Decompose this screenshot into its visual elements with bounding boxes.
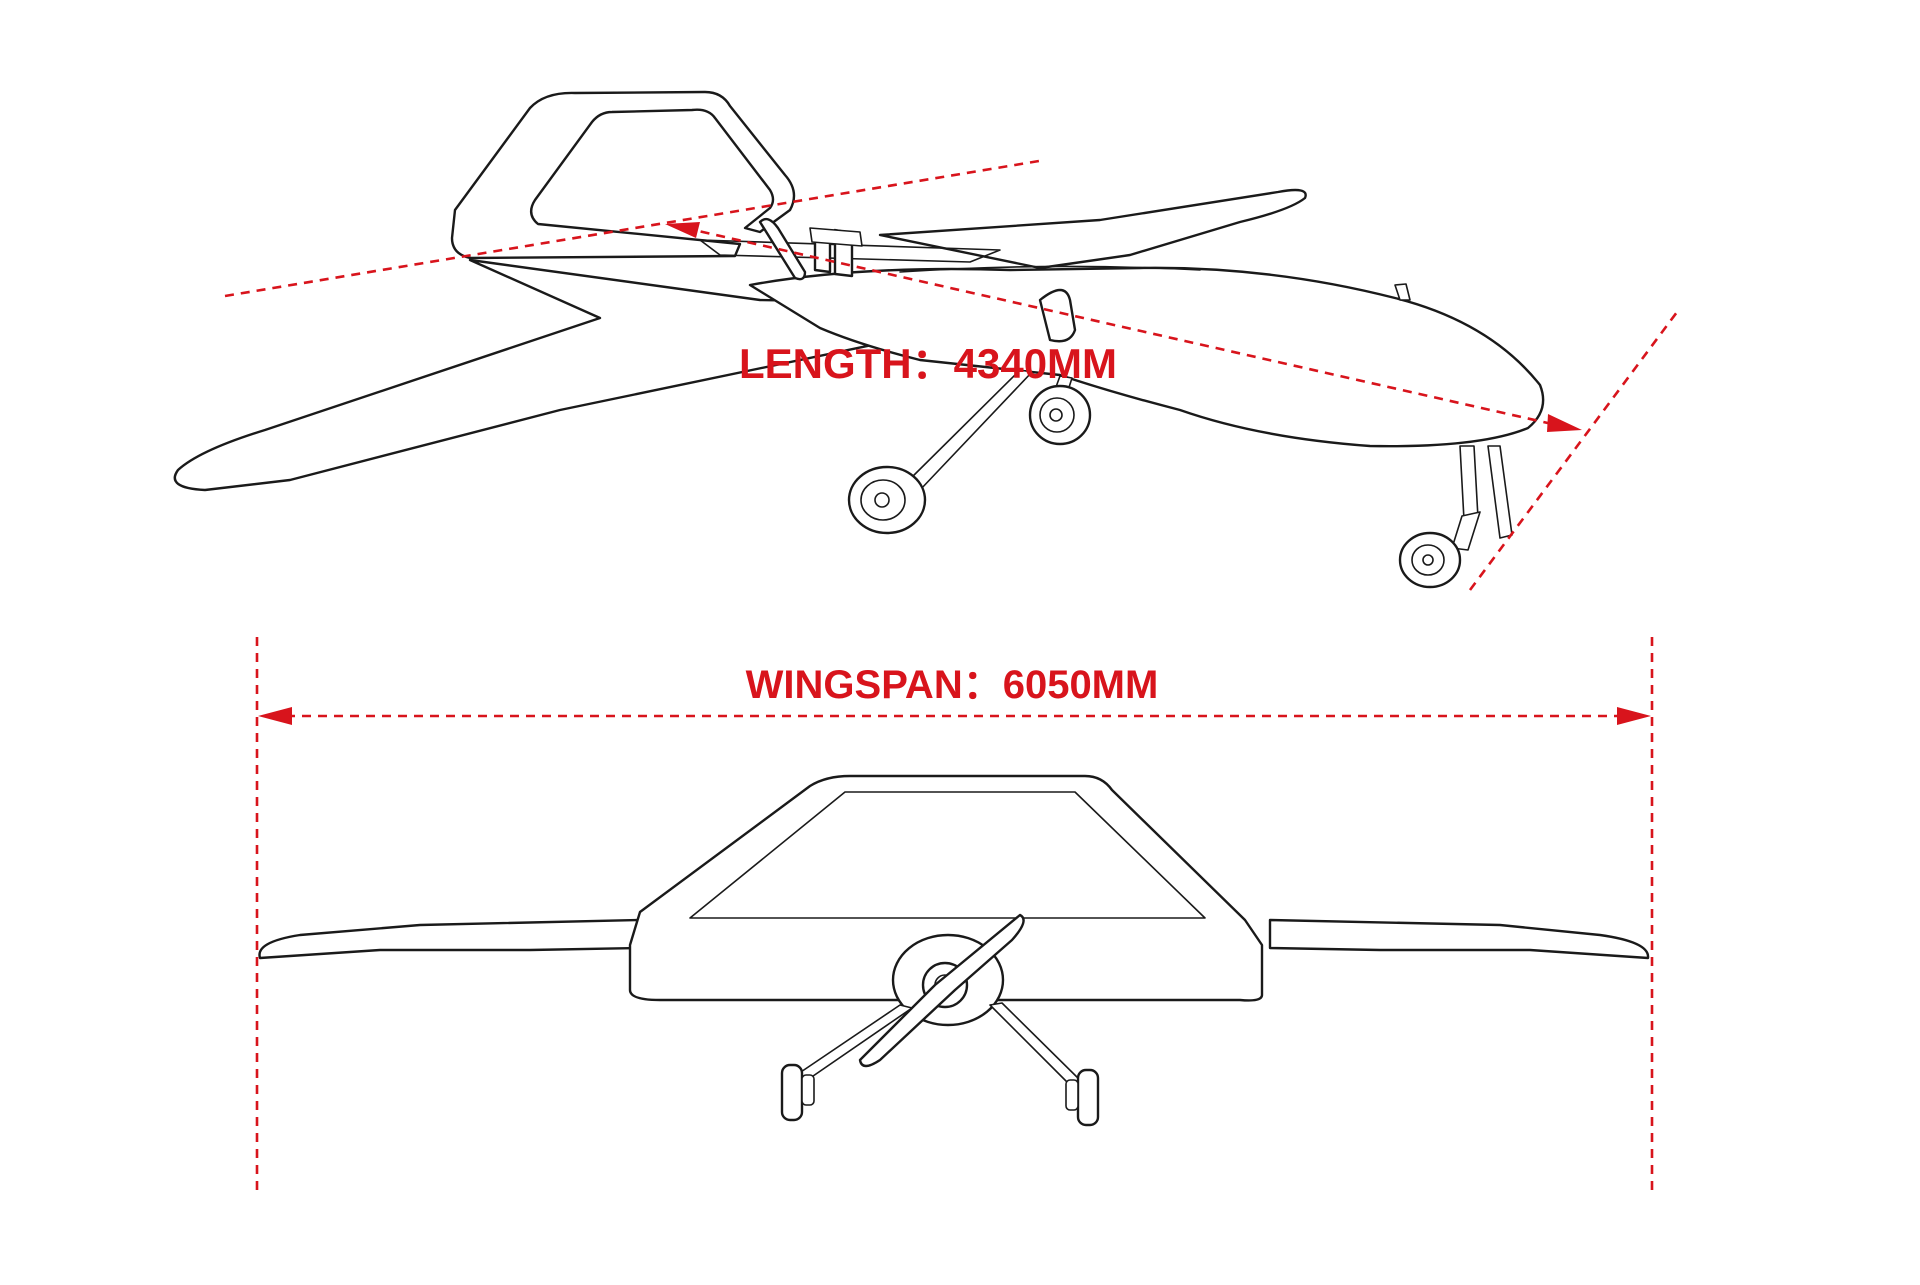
main-wheel-front — [1028, 384, 1092, 446]
length-label: LENGTH：4340MM — [739, 340, 1117, 387]
front-propeller — [858, 913, 1025, 1068]
front-tail-inner — [689, 791, 1206, 919]
front-wheel-right — [1065, 1068, 1100, 1127]
drone-perspective-view — [173, 90, 1545, 589]
wing-root-fairing — [1038, 288, 1077, 343]
nose-gear-strut — [1459, 445, 1479, 521]
front-gear-right — [989, 1002, 1086, 1091]
length-dim-line — [684, 226, 1571, 430]
main-gear-strut-rear — [904, 369, 1033, 491]
front-wheel-left — [780, 1063, 815, 1122]
far-wing — [878, 188, 1307, 270]
main-wheel-rear — [847, 465, 927, 535]
antenna — [1394, 283, 1411, 301]
dimension-lines: LENGTH：4340MM WINGSPAN：6050MM — [224, 158, 1682, 1190]
length-arrow-tail — [665, 222, 700, 238]
wingspan-arrow-right — [1617, 707, 1651, 725]
front-right-wing — [1268, 918, 1650, 960]
length-dim-ref-upper — [224, 158, 1046, 298]
nose-wheel — [1398, 531, 1462, 589]
nose-gear-strut-2 — [1487, 445, 1513, 539]
pusher-engine — [809, 227, 863, 278]
length-dim-ref-nose — [1468, 307, 1682, 591]
tail-inner-panel — [699, 239, 1001, 263]
tail-boom-frame — [450, 90, 796, 260]
nose-gear-fork — [1451, 511, 1481, 551]
wingspan-label: WINGSPAN：6050MM — [746, 663, 1159, 707]
front-left-wing — [258, 918, 642, 960]
length-arrow-nose — [1547, 414, 1582, 432]
fuselage-hatch — [899, 265, 1201, 273]
drone-front-view — [258, 774, 1650, 1127]
wingspan-arrow-left — [258, 707, 292, 725]
